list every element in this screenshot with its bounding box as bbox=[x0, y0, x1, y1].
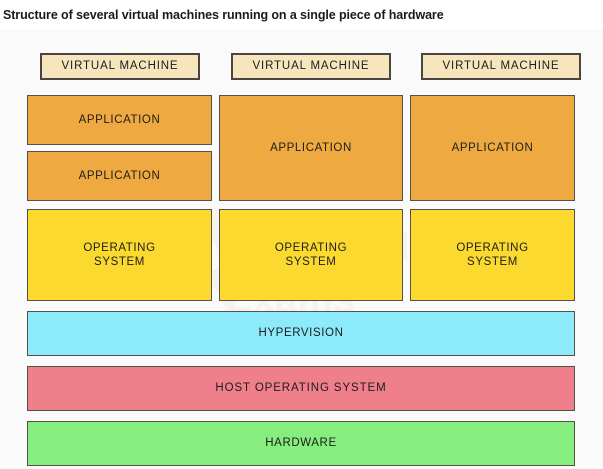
hardware-layer[interactable]: HARDWARE bbox=[27, 421, 575, 466]
operating-system-box-vm2-label: OPERATING SYSTEM bbox=[274, 241, 348, 268]
title-bar: Structure of several virtual machines ru… bbox=[0, 0, 603, 29]
operating-system-box-vm2[interactable]: OPERATING SYSTEM bbox=[219, 209, 403, 301]
application-box-vm1-1-label: APPLICATION bbox=[78, 113, 161, 126]
hypervision-layer-label: HYPERVISION bbox=[258, 327, 344, 340]
vm-label-3-text: VIRTUAL MACHINE bbox=[442, 60, 560, 73]
host-operating-system-layer-label: HOST OPERATING SYSTEM bbox=[215, 382, 387, 395]
application-box-vm2-1-label: APPLICATION bbox=[270, 141, 352, 154]
application-box-vm3-1-label: APPLICATION bbox=[451, 141, 534, 154]
vm-label-1[interactable]: VIRTUAL MACHINE bbox=[40, 53, 200, 80]
vm-label-1-text: VIRTUAL MACHINE bbox=[61, 60, 179, 73]
operating-system-box-vm3[interactable]: OPERATING SYSTEM bbox=[410, 209, 575, 301]
vm-label-3[interactable]: VIRTUAL MACHINE bbox=[421, 53, 581, 80]
vm-label-2[interactable]: VIRTUAL MACHINE bbox=[231, 53, 391, 80]
application-box-vm1-1[interactable]: APPLICATION bbox=[27, 95, 212, 145]
diagram-canvas: Save My Exams VIRTUAL MACHINE VIRTUAL MA… bbox=[0, 29, 603, 469]
hypervision-layer[interactable]: HYPERVISION bbox=[27, 311, 575, 356]
host-operating-system-layer[interactable]: HOST OPERATING SYSTEM bbox=[27, 366, 575, 411]
page-title: Structure of several virtual machines ru… bbox=[3, 7, 444, 22]
application-box-vm1-2[interactable]: APPLICATION bbox=[27, 151, 212, 201]
operating-system-box-vm1[interactable]: OPERATING SYSTEM bbox=[27, 209, 212, 301]
vm-label-2-text: VIRTUAL MACHINE bbox=[252, 60, 370, 73]
application-box-vm3-1[interactable]: APPLICATION bbox=[410, 95, 575, 201]
operating-system-box-vm1-label: OPERATING SYSTEM bbox=[83, 241, 156, 268]
application-box-vm1-2-label: APPLICATION bbox=[78, 169, 161, 182]
hardware-layer-label: HARDWARE bbox=[265, 437, 337, 450]
operating-system-box-vm3-label: OPERATING SYSTEM bbox=[456, 241, 529, 268]
application-box-vm2-1[interactable]: APPLICATION bbox=[219, 95, 403, 201]
